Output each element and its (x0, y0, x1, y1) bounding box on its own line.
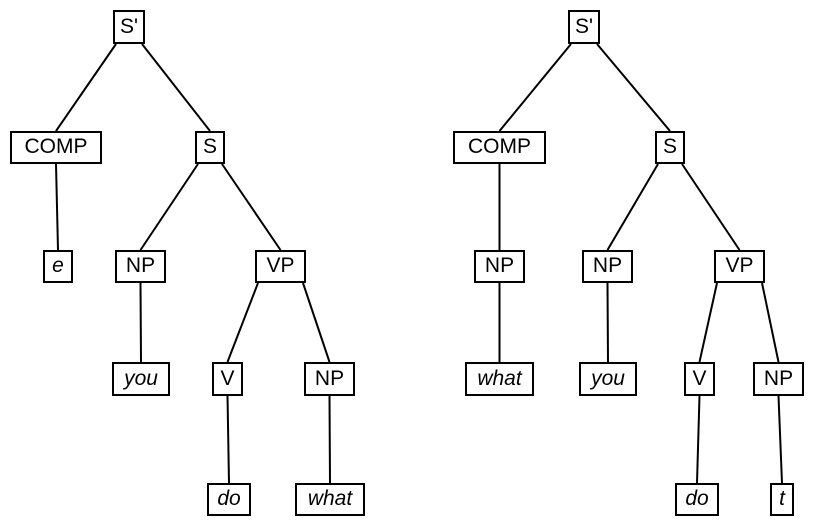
tree-node-label: S' (119, 14, 139, 38)
tree-node-s[interactable]: S (655, 131, 685, 164)
tree-node-label: t (779, 487, 785, 510)
tree-edge (226, 282, 259, 363)
tree-node-e[interactable]: e (43, 250, 73, 283)
tree-node-label: do (217, 487, 241, 510)
tree-edge (139, 163, 199, 251)
tree-node-np[interactable]: NP (474, 250, 525, 283)
tree-node-label: what (307, 487, 353, 510)
tree-edge (681, 163, 741, 251)
tree-edge (696, 395, 701, 484)
tree-edge (777, 395, 783, 484)
tree-node-label: you (591, 366, 625, 390)
tree-node-v[interactable]: V (684, 362, 715, 396)
tree-node-comp[interactable]: COMP (453, 131, 546, 164)
tree-node-v[interactable]: V (212, 362, 243, 396)
tree-node-label: NP (763, 366, 794, 390)
tree-node-t[interactable]: t (770, 483, 794, 516)
tree-node-label: NP (592, 254, 623, 277)
tree-edge (139, 282, 142, 363)
tree-node-s[interactable]: S (195, 131, 225, 164)
tree-node-np[interactable]: NP (304, 362, 355, 396)
tree-node-comp[interactable]: COMP (10, 131, 102, 164)
tree-node-you[interactable]: you (112, 362, 170, 396)
tree-node-what[interactable]: what (465, 362, 534, 396)
tree-node-label: you (124, 366, 158, 390)
tree-node-np[interactable]: NP (753, 362, 804, 396)
tree-edge (606, 163, 659, 251)
tree-node-label: VP (266, 254, 295, 277)
tree-edge (55, 43, 117, 132)
tree-node-you[interactable]: you (579, 362, 637, 396)
tree-edge (698, 282, 718, 363)
tree-edge (141, 43, 211, 132)
tree-node-vp[interactable]: VP (714, 250, 765, 283)
tree-node-s[interactable]: S' (568, 10, 600, 44)
tree-edge (328, 395, 331, 484)
tree-node-np[interactable]: NP (115, 250, 166, 283)
tree-edge (761, 282, 780, 363)
tree-edge (596, 43, 671, 132)
tree-node-label: NP (125, 254, 156, 277)
tree-node-label: NP (484, 254, 515, 277)
tree-node-label: S' (574, 14, 594, 38)
tree-node-label: S (202, 135, 217, 158)
tree-node-label: what (477, 366, 522, 390)
tree-edge (55, 163, 59, 251)
tree-edge (302, 282, 331, 363)
tree-node-do[interactable]: do (675, 483, 719, 516)
tree-node-label: COMP (24, 135, 88, 158)
tree-edge (606, 282, 609, 363)
tree-node-label: COMP (468, 135, 531, 158)
tree-node-label: do (685, 487, 709, 510)
tree-node-what[interactable]: what (295, 483, 365, 516)
tree-node-label: V (220, 366, 235, 390)
tree-node-label: S (662, 135, 677, 158)
tree-node-label: e (52, 254, 64, 277)
tree-node-label: NP (314, 366, 345, 390)
tree-node-label: VP (725, 254, 754, 277)
tree-node-do[interactable]: do (207, 483, 251, 516)
tree-node-vp[interactable]: VP (255, 250, 306, 283)
tree-edge (498, 43, 572, 132)
tree-node-s[interactable]: S' (113, 10, 145, 44)
tree-edge (221, 163, 282, 251)
tree-edge (226, 395, 230, 484)
tree-node-np[interactable]: NP (582, 250, 633, 283)
tree-node-label: V (692, 366, 707, 390)
